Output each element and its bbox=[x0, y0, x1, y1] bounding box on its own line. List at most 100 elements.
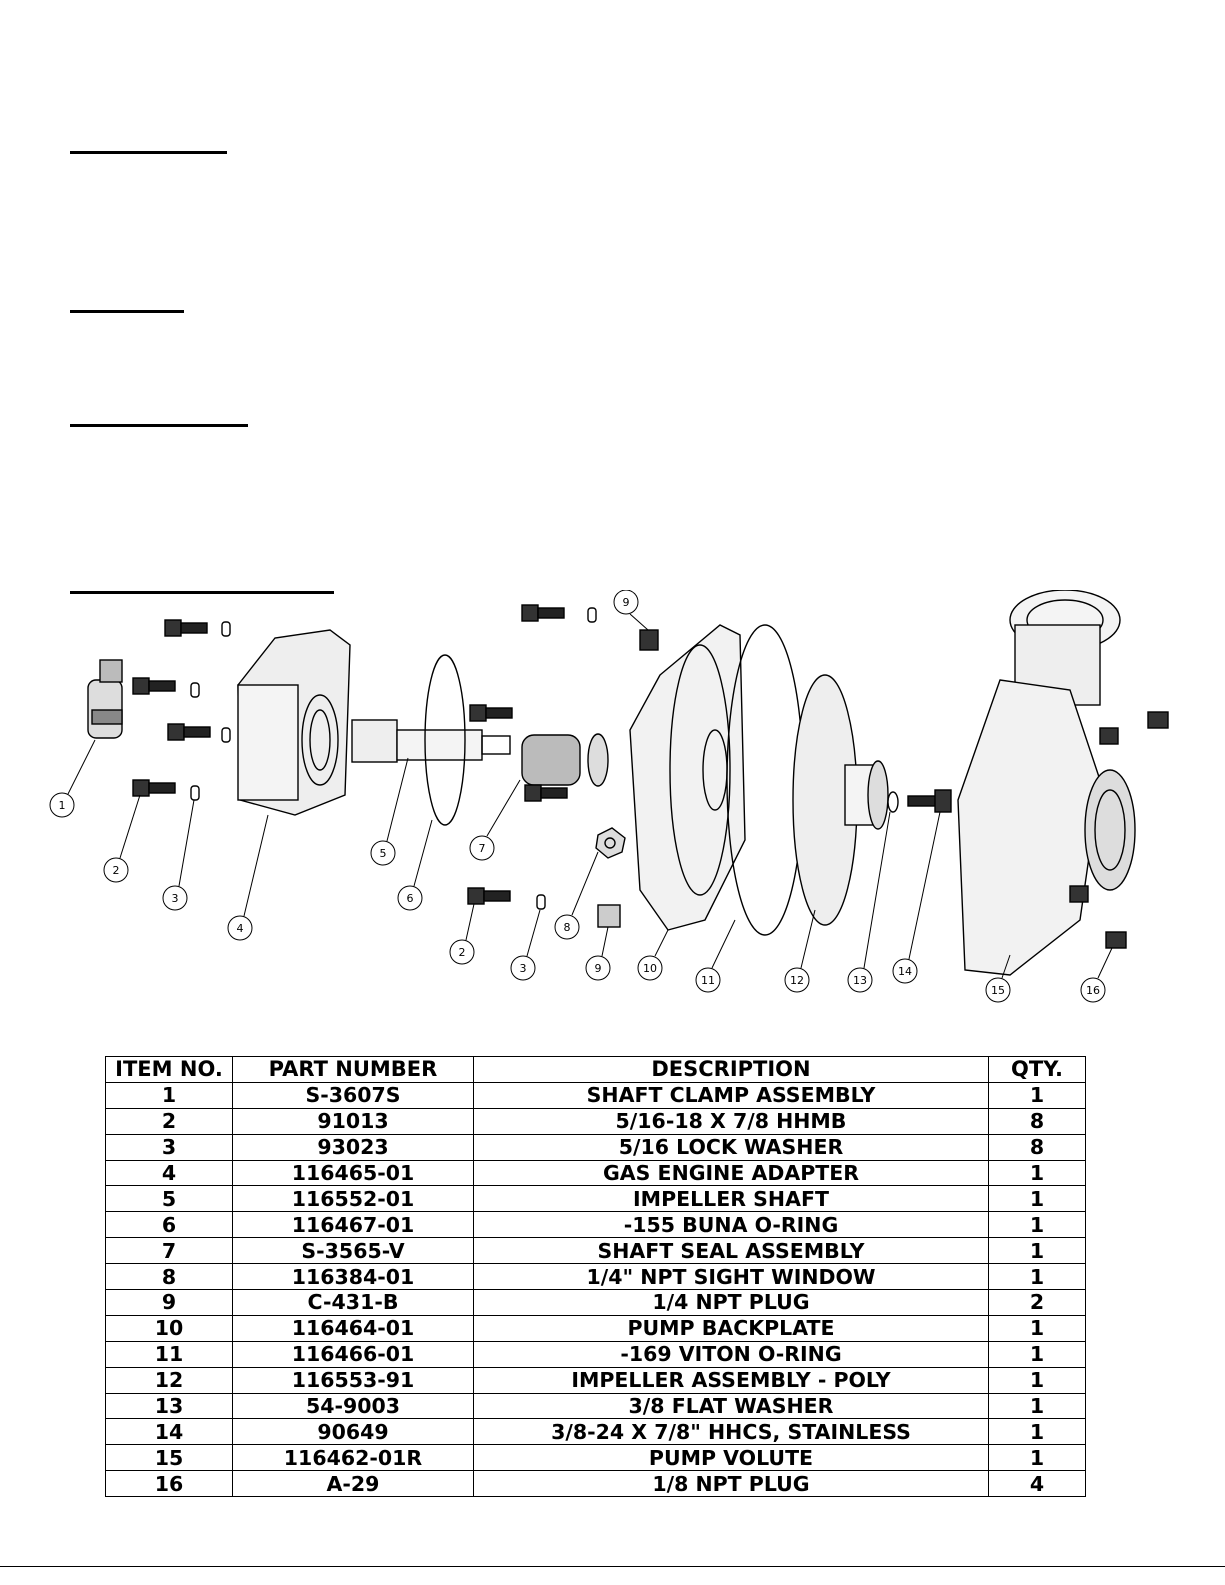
balloon-11: 11 bbox=[701, 974, 715, 987]
section-rule-4 bbox=[70, 591, 334, 594]
item-no-cell: 11 bbox=[105, 1340, 233, 1368]
item-no-cell: 13 bbox=[105, 1392, 233, 1420]
item-no-cell: 1 bbox=[105, 1081, 233, 1109]
part-number-cell: 116384-01 bbox=[232, 1263, 474, 1291]
item-no-cell: 12 bbox=[105, 1366, 233, 1394]
balloon-13: 13 bbox=[853, 974, 867, 987]
table-header-row: ITEM NO. PART NUMBER DESCRIPTION QTY. bbox=[105, 1056, 1086, 1083]
description-cell: -169 VITON O-RING bbox=[473, 1340, 989, 1368]
balloon-12: 12 bbox=[790, 974, 804, 987]
o-ring-155-drawing bbox=[424, 654, 466, 826]
qty-cell: 1 bbox=[988, 1444, 1086, 1472]
part-number-cell: S-3607S bbox=[232, 1081, 474, 1109]
qty-cell: 8 bbox=[988, 1107, 1086, 1135]
item-no-cell: 14 bbox=[105, 1418, 233, 1446]
item-no-cell: 10 bbox=[105, 1314, 233, 1342]
part-number-cell: 91013 bbox=[232, 1107, 474, 1135]
header-description: DESCRIPTION bbox=[473, 1056, 989, 1083]
balloon-8: 8 bbox=[564, 921, 571, 934]
section-rule-3 bbox=[70, 424, 248, 427]
description-cell: 1/4 NPT PLUG bbox=[473, 1289, 989, 1316]
balloon-2: 2 bbox=[113, 864, 120, 877]
exploded-pump-diagram: 1 2 3 4 5 6 7 8 9 10 11 12 13 14 15 16 9… bbox=[0, 590, 1225, 1030]
item-no-cell: 15 bbox=[105, 1444, 233, 1472]
description-cell: 1/8 NPT PLUG bbox=[473, 1470, 989, 1498]
balloon-16: 16 bbox=[1086, 984, 1100, 997]
qty-cell: 1 bbox=[988, 1237, 1086, 1265]
description-cell: IMPELLER ASSEMBLY - POLY bbox=[473, 1366, 989, 1394]
description-cell: GAS ENGINE ADAPTER bbox=[473, 1159, 989, 1187]
description-cell: 5/16 LOCK WASHER bbox=[473, 1133, 989, 1161]
part-number-cell: 90649 bbox=[232, 1418, 474, 1446]
header-part-number: PART NUMBER bbox=[232, 1056, 474, 1083]
part-number-cell: 116466-01 bbox=[232, 1340, 474, 1368]
qty-cell: 1 bbox=[988, 1314, 1086, 1342]
part-number-cell: C-431-B bbox=[232, 1289, 474, 1316]
item-no-cell: 7 bbox=[105, 1237, 233, 1265]
header-item-no: ITEM NO. bbox=[105, 1056, 233, 1083]
impeller-drawing bbox=[792, 674, 889, 926]
qty-cell: 2 bbox=[988, 1289, 1086, 1316]
sight-window-drawing bbox=[595, 827, 626, 928]
qty-cell: 1 bbox=[988, 1340, 1086, 1368]
item-no-cell: 3 bbox=[105, 1133, 233, 1161]
part-number-cell: 116467-01 bbox=[232, 1211, 474, 1239]
part-number-cell: 54-9003 bbox=[232, 1392, 474, 1420]
part-number-cell: 116465-01 bbox=[232, 1159, 474, 1187]
pump-volute-drawing bbox=[957, 590, 1136, 976]
balloon-14: 14 bbox=[898, 965, 912, 978]
description-cell: PUMP VOLUTE bbox=[473, 1444, 989, 1472]
bolts-left-drawing bbox=[132, 619, 211, 797]
item-no-cell: 6 bbox=[105, 1211, 233, 1239]
qty-cell: 1 bbox=[988, 1263, 1086, 1291]
balloon-1: 1 bbox=[59, 799, 66, 812]
balloon-7: 7 bbox=[479, 842, 486, 855]
shaft-clamp-drawing bbox=[87, 659, 123, 739]
page-bottom-rule bbox=[0, 1566, 1225, 1567]
qty-cell: 1 bbox=[988, 1418, 1086, 1446]
description-cell: PUMP BACKPLATE bbox=[473, 1314, 989, 1342]
description-cell: 3/8-24 X 7/8" HHCS, STAINLESS bbox=[473, 1418, 989, 1446]
balloon-6: 6 bbox=[407, 892, 414, 905]
pump-backplate-drawing bbox=[629, 624, 746, 931]
part-number-cell: 116462-01R bbox=[232, 1444, 474, 1472]
part-number-cell: A-29 bbox=[232, 1470, 474, 1498]
flat-washer-drawing bbox=[887, 791, 899, 813]
lock-washers-left-drawing bbox=[190, 621, 231, 801]
part-number-cell: 93023 bbox=[232, 1133, 474, 1161]
npt-plugs-drawing bbox=[1069, 711, 1169, 949]
qty-cell: 4 bbox=[988, 1470, 1086, 1498]
hhcs-bolt-drawing bbox=[907, 789, 952, 813]
section-rule-2 bbox=[70, 310, 184, 313]
qty-cell: 1 bbox=[988, 1081, 1086, 1109]
impeller-shaft-drawing bbox=[351, 719, 511, 763]
item-no-cell: 5 bbox=[105, 1185, 233, 1213]
balloon-10: 10 bbox=[643, 962, 657, 975]
description-cell: -155 BUNA O-RING bbox=[473, 1211, 989, 1239]
part-number-cell: S-3565-V bbox=[232, 1237, 474, 1265]
balloon-2b: 2 bbox=[459, 946, 466, 959]
balloon-9b: 9 bbox=[595, 962, 602, 975]
description-cell: 3/8 FLAT WASHER bbox=[473, 1392, 989, 1420]
section-rule-1 bbox=[70, 151, 227, 154]
qty-cell: 1 bbox=[988, 1366, 1086, 1394]
balloon-4: 4 bbox=[237, 922, 244, 935]
qty-cell: 1 bbox=[988, 1159, 1086, 1187]
